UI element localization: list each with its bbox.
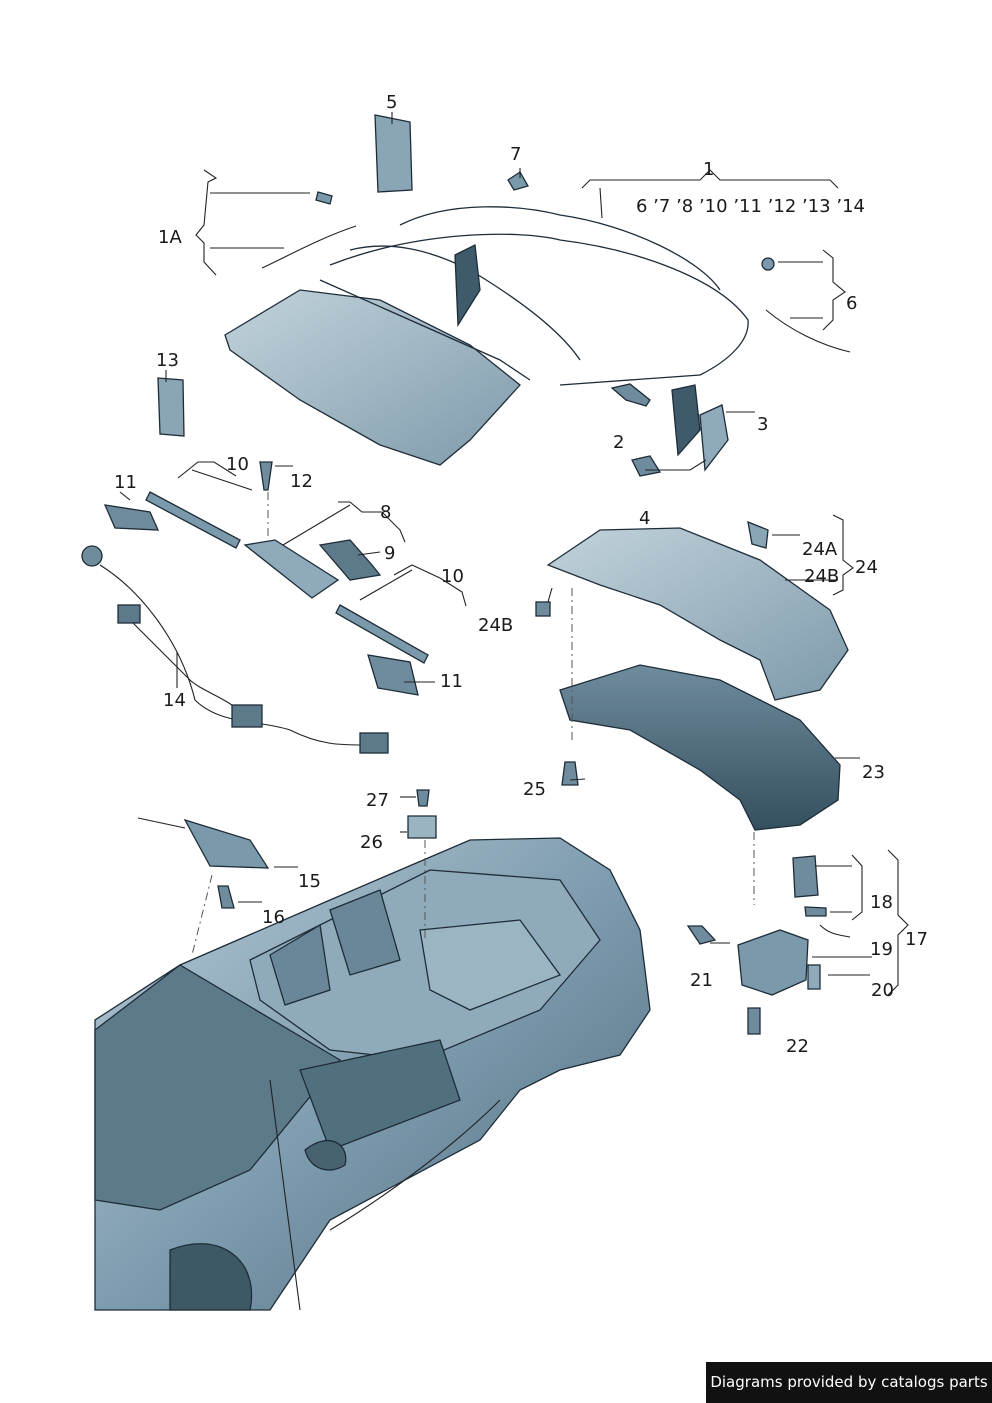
label-1-years: 6 ’7 ’8 ’10 ’11 ’12 ’13 ’14 [636,196,865,217]
part-6-screw-cable [761,257,851,353]
leader-lines [119,112,909,996]
label-21: 21 [690,970,713,991]
part-labels: 1 6 ’7 ’8 ’10 ’11 ’12 ’13 ’14 1A 2 3 4 5… [114,92,928,1057]
part-26-bushing [407,815,437,839]
part-13-pack [157,377,185,437]
label-24: 24 [855,557,878,578]
part-5-pack [374,114,413,193]
part-24A-clip [747,520,769,549]
part-25-screw [561,761,579,786]
part-24B-pad [535,601,551,617]
part-10-rod-a [145,491,241,549]
part-17-lock-assembly [686,855,851,1035]
label-24A: 24A [802,539,838,560]
label-12: 12 [290,471,313,492]
part-11-bracket-b [367,654,419,696]
part-9-motor [318,539,382,581]
label-8: 8 [380,502,391,523]
label-3: 3 [757,414,768,435]
label-5: 5 [386,92,397,113]
label-24B-b: 24B [478,615,513,636]
part-11-bracket-a [103,504,160,531]
label-18: 18 [870,892,893,913]
axis-line-c [191,874,213,956]
part-8-control-module [243,539,340,599]
label-6: 6 [846,293,857,314]
label-16: 16 [262,907,285,928]
label-2: 2 [613,432,624,453]
label-15: 15 [298,871,321,892]
part-3-plate [699,404,729,472]
car-body [94,837,651,1311]
part-27-screw [416,789,430,807]
label-22: 22 [786,1036,809,1057]
part-24-tonneau-cover [546,527,849,701]
label-23: 23 [862,762,885,783]
label-1: 1 [703,159,714,180]
label-26: 26 [360,832,383,853]
part-15-switch [183,818,270,869]
part-12-screw [259,461,273,491]
label-14: 14 [163,690,186,711]
label-10-b: 10 [441,566,464,587]
soft-top-frame [224,206,749,466]
label-9: 9 [384,543,395,564]
part-2-bolt [610,383,651,407]
label-4: 4 [639,508,650,529]
credit-banner: Diagrams provided by catalogs parts [706,1362,992,1403]
part-23-inner-frame [559,664,841,831]
label-24B-a: 24B [804,566,839,587]
part-1A-rivet-cable [261,191,357,269]
label-27: 27 [366,790,389,811]
label-17: 17 [905,929,928,950]
part-7-clip [507,171,529,191]
part-14-wiring-harness [81,545,389,754]
part-10-rod-b [335,604,429,664]
label-25: 25 [523,779,546,800]
part-2-bolt-b [631,455,662,477]
label-7: 7 [510,144,521,165]
label-20: 20 [871,980,894,1001]
part-16-screw [217,885,235,909]
label-11-a: 11 [114,472,137,493]
label-13: 13 [156,350,179,371]
label-11-b: 11 [440,671,463,692]
label-19: 19 [870,939,893,960]
label-1A: 1A [158,227,182,248]
label-10-a: 10 [226,454,249,475]
